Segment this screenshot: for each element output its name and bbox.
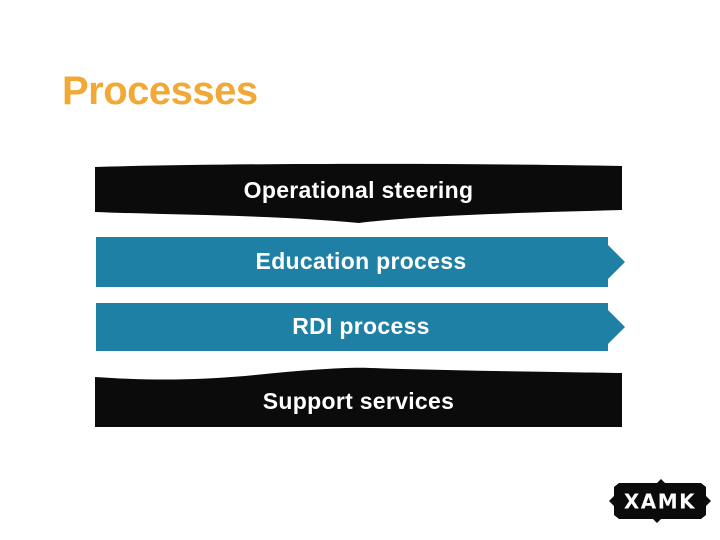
logo-bottom-nub bbox=[653, 519, 661, 523]
logo-left-tab bbox=[609, 496, 614, 506]
logo-corner-cut bbox=[614, 515, 619, 519]
process-bar-support-services: Support services bbox=[95, 364, 622, 428]
brush-banner-shape bbox=[95, 367, 622, 427]
bar-label: RDI process bbox=[292, 312, 430, 339]
arrow-right-shape bbox=[96, 237, 625, 287]
arrow-right-shape bbox=[96, 303, 625, 351]
xamk-logo-graphic: XAMK bbox=[609, 479, 711, 523]
brush-banner-shape bbox=[95, 163, 622, 223]
bar-label: Support services bbox=[262, 388, 455, 414]
logo-top-nub bbox=[657, 479, 665, 483]
bar-label: Operational steering bbox=[243, 177, 474, 203]
logo-corner-cut bbox=[701, 515, 706, 519]
slide-title: Processes bbox=[62, 69, 258, 113]
process-bar-education: Education process bbox=[95, 236, 627, 288]
logo-corner-cut bbox=[614, 483, 619, 487]
logo-right-tab bbox=[706, 496, 711, 506]
logo-corner-cut bbox=[701, 483, 706, 487]
process-bar-operational-steering: Operational steering bbox=[95, 163, 622, 225]
xamk-logo: XAMK bbox=[608, 477, 712, 525]
process-bar-rdi: RDI process bbox=[95, 302, 627, 352]
bar-label: Education process bbox=[255, 247, 467, 274]
xamk-logo-text: XAMK bbox=[624, 490, 696, 514]
